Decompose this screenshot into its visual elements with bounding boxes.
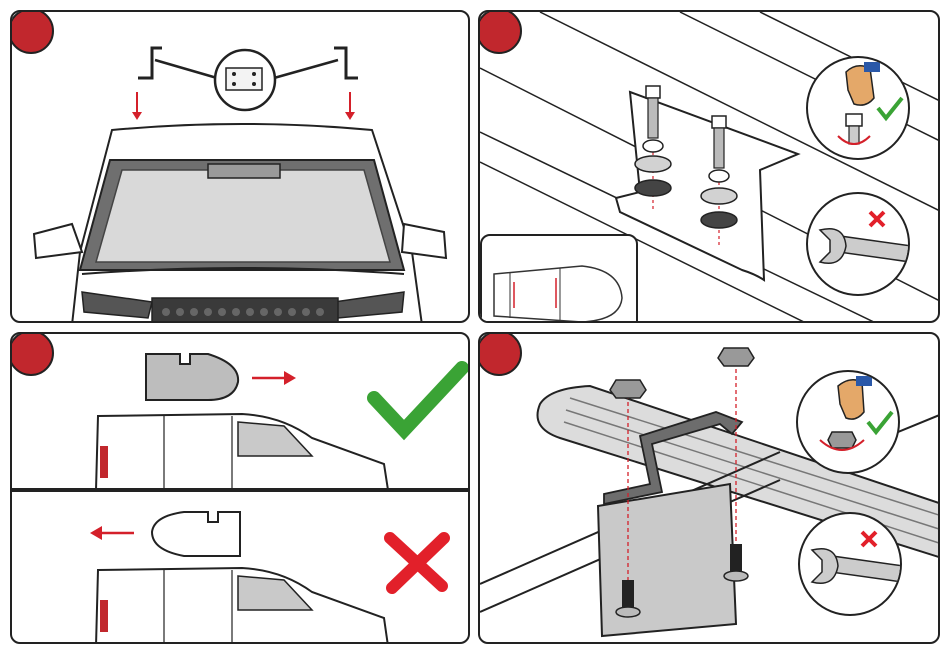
inset-hand-tighten <box>806 56 910 160</box>
checkmark-icon <box>868 412 892 432</box>
arrow-icon <box>90 526 102 540</box>
spanner-icon <box>820 229 910 264</box>
nut-2 <box>718 348 754 366</box>
bolt-1 <box>646 86 660 98</box>
panel-divider <box>12 488 470 492</box>
nut-1 <box>610 380 646 398</box>
arrow-icon <box>284 371 296 385</box>
left-bracket <box>138 48 162 78</box>
panel-strap-fitting <box>478 332 940 644</box>
inset-hand-nut <box>796 370 900 474</box>
cross-icon <box>862 532 876 546</box>
inset-no-spanner <box>806 192 910 296</box>
windscreen-illustration <box>12 12 470 323</box>
cross-icon <box>390 538 444 588</box>
lock-washer <box>643 140 663 152</box>
rubber-washer <box>701 212 737 228</box>
bolt-2 <box>712 116 726 128</box>
panel-bar-orientation <box>10 332 470 644</box>
bolt-1 <box>622 580 634 608</box>
car-top-outline <box>494 266 622 322</box>
checkmark-icon <box>878 98 902 118</box>
inset-no-spanner <box>798 512 902 616</box>
arrow-icon <box>132 112 142 120</box>
mirror-base <box>208 164 280 178</box>
flat-washer <box>701 188 737 204</box>
left-mirror <box>34 224 82 258</box>
bar-orientation-illustration <box>12 334 470 644</box>
lock-washer <box>709 170 729 182</box>
bolt-2 <box>730 544 742 572</box>
right-mirror <box>402 224 446 258</box>
bar-profile-incorrect <box>152 512 240 556</box>
panel-bolt-assembly <box>478 10 940 323</box>
panel-windscreen-bracket <box>10 10 470 323</box>
flat-washer <box>635 156 671 172</box>
inset-car-top-view <box>480 234 638 323</box>
cross-icon <box>870 212 884 226</box>
spanner-icon <box>812 549 902 584</box>
right-bracket <box>334 48 358 78</box>
rubber-washer <box>635 180 671 196</box>
bar-profile-correct <box>146 354 238 400</box>
arrow-icon <box>345 112 355 120</box>
checkmark-icon <box>374 368 462 430</box>
